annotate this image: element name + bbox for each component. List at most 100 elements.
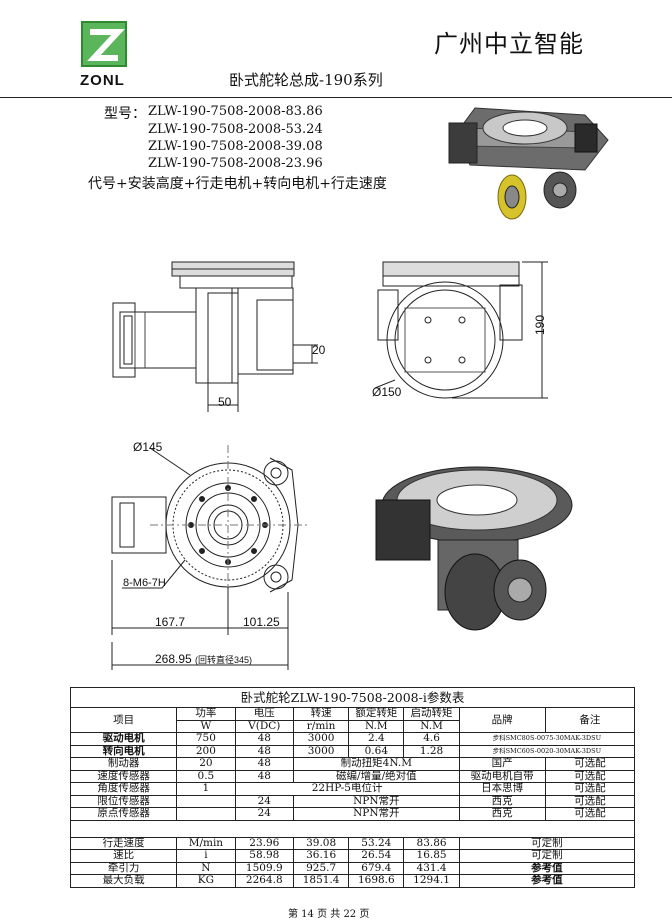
table-cell: 1 (176, 782, 236, 796)
table-cell: 58.98 (234, 849, 295, 863)
front-view-drawing (374, 261, 548, 399)
top-view-drawing (111, 445, 310, 670)
table-cell: 16.85 (403, 849, 460, 863)
table-cell: 原点传感器 (69, 807, 178, 821)
table-cell: 西克 (458, 807, 546, 821)
dim-190: 190 (533, 314, 548, 336)
table-cell: 西克 (458, 794, 546, 808)
unit-cell: r/min (292, 719, 350, 733)
table-cell: 431.4 (403, 861, 460, 875)
table-cell: M/min (176, 836, 236, 850)
table-cell: 48 (234, 732, 295, 746)
table-cell: 1509.9 (234, 861, 295, 875)
table-cell: 925.7 (292, 861, 350, 875)
table-cell: 48 (234, 744, 295, 758)
table-cell: N (176, 861, 236, 875)
model-item: ZLW-190-7508-2008-53.24 (148, 122, 323, 137)
table-row: 制动器 20 48 制动扭矩4N.M 国产 可选配 (69, 757, 636, 771)
table-cell: 83.86 (403, 836, 460, 850)
table-cell: 可定制 (458, 836, 636, 850)
table-row: 速比 i 58.98 36.16 26.54 16.85 可定制 (69, 849, 636, 863)
parameter-table: 卧式舵轮ZLW-190-7508-2008-i参数表 项目 功率 电压 转速 额… (69, 687, 636, 888)
table-cell: 可选配 (544, 769, 636, 783)
unit-cell: W (176, 719, 236, 733)
table-row: 项目 功率 电压 转速 额定转矩 启动转矩 品牌 备注 (69, 707, 636, 733)
table-cell: i (176, 849, 236, 863)
table-cell: 24 (234, 807, 295, 821)
header-speed: 转速 (292, 707, 350, 721)
dim-phi145: Ø145 (133, 440, 163, 454)
table-row: 驱动电机 750 48 3000 2.4 4.6 步科SMC80S-0075-3… (69, 732, 636, 746)
table-cell: 限位传感器 (69, 794, 178, 808)
table-cell: 可定制 (458, 849, 636, 863)
product-render-top (448, 107, 609, 220)
table-cell: 步科SMC60S-0020-30MAK-3DSU (458, 744, 636, 758)
model-label: 型号： (104, 106, 146, 122)
company-name: 广州中立智能 (434, 30, 584, 58)
unit-cell: V(DC) (234, 719, 295, 733)
table-cell: KG (176, 874, 236, 888)
table-cell: 磁编/增量/绝对值 (293, 769, 460, 783)
table-cell: 参考值 (458, 861, 636, 875)
table-cell: 39.08 (292, 836, 350, 850)
table-cell: 驱动电机 (69, 732, 178, 746)
table-cell: 可选配 (544, 807, 636, 821)
table-cell: 驱动电机自带 (458, 769, 546, 783)
table-cell: 最大负载 (69, 874, 178, 888)
table-row: 最大负载 KG 2264.8 1851.4 1698.6 1294.1 参考值 (69, 874, 636, 888)
dim-m6: 8-M6-7H (123, 577, 166, 589)
table-cell: 牵引力 (69, 861, 178, 875)
dim-268-value: 268.95 (155, 652, 192, 666)
table-cell: 36.16 (292, 849, 350, 863)
table-cell: 26.54 (348, 849, 405, 863)
table-cell: 可选配 (544, 782, 636, 796)
table-row: 速度传感器 0.5 48 磁编/增量/绝对值 驱动电机自带 可选配 (69, 769, 636, 783)
table-cell: 0.5 (176, 769, 236, 783)
technical-drawing (111, 107, 609, 670)
table-cell: 日本思博 (458, 782, 546, 796)
table-cell: 22HP-5电位计 (234, 782, 460, 796)
dim-167: 167.7 (155, 615, 186, 629)
table-title: 卧式舵轮ZLW-190-7508-2008-i参数表 (70, 687, 635, 708)
table-cell: 200 (176, 744, 236, 758)
table-cell: 步科SMC80S-0075-30MAK-3DSU (458, 732, 636, 746)
table-row: 限位传感器 24 NPN常开 西克 可选配 (69, 794, 636, 808)
table-row: 原点传感器 24 NPN常开 西克 可选配 (69, 807, 636, 821)
table-cell: 0.64 (348, 744, 405, 758)
table-cell: 1294.1 (403, 874, 460, 888)
header-voltage: 电压 (234, 707, 295, 721)
model-item: ZLW-190-7508-2008-23.96 (148, 156, 323, 171)
table-cell: 750 (176, 732, 236, 746)
dim-20: 20 (312, 343, 326, 357)
table-cell: 3000 (292, 732, 350, 746)
dim-101: 101.25 (243, 615, 280, 629)
table-cell: 2264.8 (234, 874, 295, 888)
table-cell: 制动器 (69, 757, 178, 771)
header-item: 项目 (69, 707, 178, 733)
table-cell: 679.4 (348, 861, 405, 875)
table-cell: 1.28 (403, 744, 460, 758)
code-description: 代号+安装高度+行走电机+转向电机+行走速度 (88, 176, 387, 192)
table-spacer (70, 820, 635, 837)
table-cell: NPN常开 (293, 807, 460, 821)
table-cell: 53.24 (348, 836, 405, 850)
table-row: W V(DC) r/min N.M N.M (71, 719, 635, 733)
dim-50: 50 (218, 395, 232, 409)
table-cell: 可选配 (544, 794, 636, 808)
table-cell: 48 (234, 757, 295, 771)
unit-cell: N.M (348, 719, 405, 733)
product-render-bottom (375, 466, 573, 631)
header-power: 功率 (176, 707, 236, 721)
table-cell: 24 (234, 794, 295, 808)
table-cell: 角度传感器 (69, 782, 178, 796)
table-row: 转向电机 200 48 3000 0.64 1.28 步科SMC60S-0020… (69, 744, 636, 758)
unit-cell: N.M (403, 719, 460, 733)
header-rated-torque: 额定转矩 (348, 707, 405, 721)
dim-phi150: Ø150 (372, 385, 402, 399)
table-cell: 可选配 (544, 757, 636, 771)
table-row: 行走速度 M/min 23.96 39.08 53.24 83.86 可定制 (69, 836, 636, 850)
model-item: ZLW-190-7508-2008-83.86 (148, 104, 323, 119)
table-cell: 2.4 (348, 732, 405, 746)
table-cell: 1851.4 (292, 874, 350, 888)
header-divider (0, 97, 672, 98)
